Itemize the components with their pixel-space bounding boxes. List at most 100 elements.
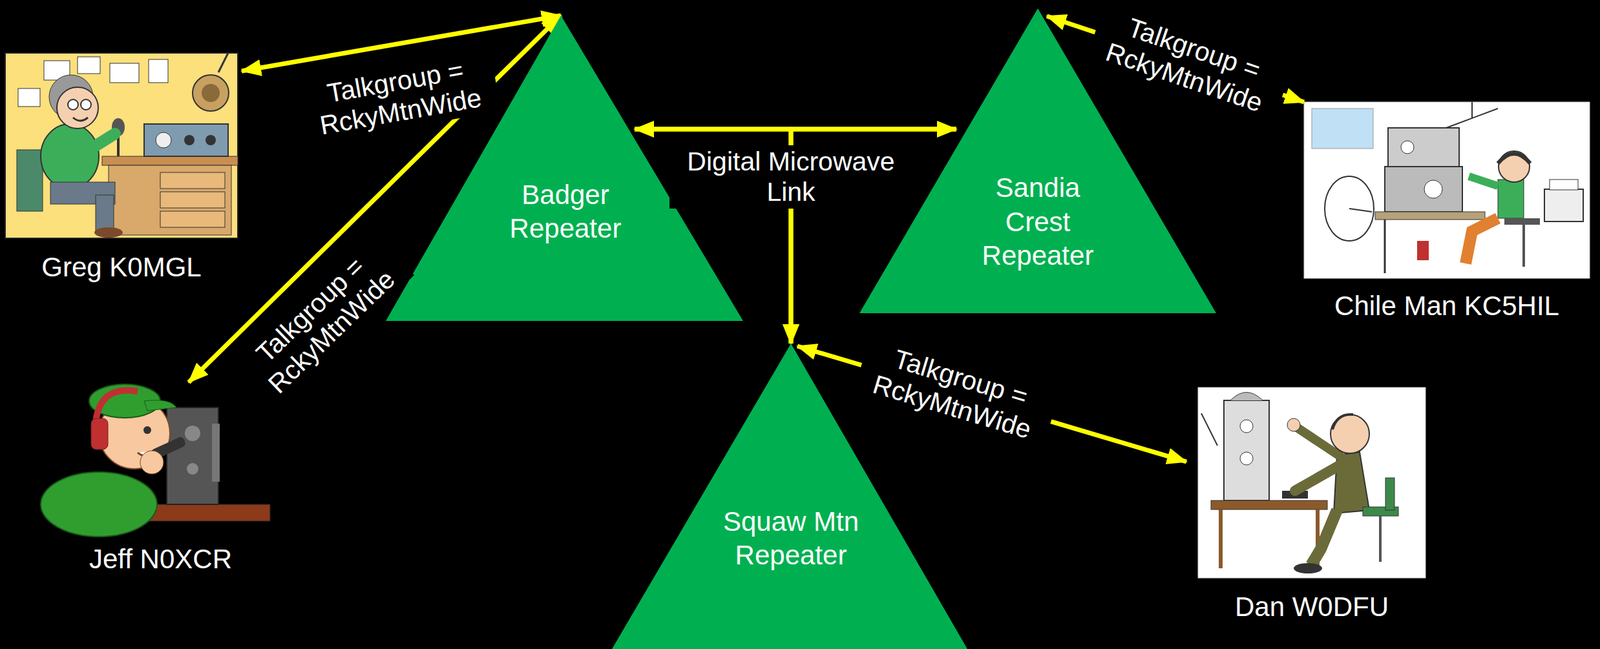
illustration-part (148, 59, 169, 83)
illustration-part (95, 195, 114, 231)
illustration-part (102, 156, 238, 166)
repeater-name: Sandia Crest Repeater (963, 171, 1113, 274)
illustration-part (67, 99, 79, 110)
illustration-part (1349, 208, 1372, 212)
illustration-part (1424, 180, 1443, 199)
illustration-part (1544, 189, 1584, 222)
illustration-part (91, 418, 108, 450)
talk-link (797, 346, 1187, 463)
operator-callsign: Jeff N0XCR (40, 543, 281, 576)
dan-cartoon (1198, 387, 1426, 579)
triangle-fill (859, 8, 1217, 314)
illustration-part (186, 463, 199, 475)
illustration-part (77, 56, 101, 74)
repeater-name: Badger Repeater (484, 178, 647, 247)
illustration-part (184, 425, 201, 442)
illustration-part (1198, 387, 1426, 579)
illustration-part (1201, 413, 1218, 446)
illustration-part (1400, 140, 1414, 154)
illustration-part (140, 451, 164, 475)
talk-link (1046, 16, 1305, 103)
talkgroup-label: Talkgroup = RckyMtnWide (1084, 1, 1293, 126)
illustration-part (184, 135, 195, 146)
illustration-part (1465, 218, 1498, 264)
illustration-part (1223, 400, 1270, 501)
illustration-part (1287, 418, 1301, 432)
talkgroup-label: Talkgroup = RckyMtnWide (852, 334, 1060, 452)
illustration-part (1522, 224, 1526, 267)
illustration-part (205, 135, 216, 146)
illustration-part (1504, 218, 1540, 225)
illustration-part (1471, 102, 1473, 119)
operator-callsign: Chile Man KC5HIL (1304, 290, 1590, 323)
illustration-part (1311, 108, 1374, 149)
illustration-part (1218, 509, 1223, 569)
jeff-cartoon (40, 384, 271, 537)
illustration-part (1293, 563, 1323, 574)
illustration-part (192, 74, 229, 112)
illustration-part (40, 124, 99, 189)
illustration-part (160, 191, 225, 209)
illustration-part (1311, 510, 1337, 566)
illustration-part (1240, 452, 1253, 466)
illustration-part (1294, 465, 1341, 492)
illustration-part (1384, 219, 1387, 274)
illustration-part (201, 84, 220, 103)
illustration-part (1388, 127, 1460, 167)
triangle-shape (611, 343, 968, 649)
illustration-part (1324, 176, 1374, 242)
illustration-part (40, 472, 158, 537)
triangle-shape (385, 15, 744, 322)
illustration-part (5, 52, 238, 239)
illustration-part (211, 423, 220, 483)
repeater-name: Squaw Mtn Repeater (706, 505, 875, 574)
illustration-part (160, 172, 225, 189)
illustration-part (155, 132, 172, 148)
talkgroup-label: Talkgroup = RckyMtnWide (295, 48, 501, 146)
illustration-part (144, 124, 229, 157)
illustration-part (1330, 414, 1370, 454)
repeater-triangle: Squaw Mtn Repeater (611, 343, 968, 649)
illustration-part (1240, 420, 1253, 433)
illustration-part (1417, 241, 1429, 261)
link-label: Digital Microwave Link (669, 145, 913, 209)
operator-station: Chile Man KC5HIL (1304, 102, 1590, 323)
illustration-part (160, 211, 225, 228)
operator-callsign: Dan W0DFU (1198, 591, 1426, 624)
chile-man-cartoon (1304, 102, 1590, 279)
operator-callsign: Greg K0MGL (5, 251, 238, 284)
operator-station: Greg K0MGL (5, 52, 238, 284)
illustration-part (16, 149, 43, 212)
illustration-part (1210, 500, 1328, 510)
illustration-part (73, 117, 88, 121)
greg-cartoon (5, 52, 238, 239)
illustration-part (56, 87, 99, 129)
illustration-part (94, 227, 123, 238)
triangle-fill (385, 15, 744, 322)
illustration-part (1497, 153, 1531, 164)
illustration-part (109, 63, 139, 83)
repeater-triangle: Sandia Crest Repeater (859, 8, 1217, 314)
illustration-part (1549, 179, 1579, 190)
illustration-part (1498, 151, 1530, 183)
operator-station: Dan W0DFU (1198, 387, 1426, 624)
triangle-fill (611, 343, 968, 649)
illustration-part (1378, 516, 1382, 563)
illustration-part (89, 133, 116, 150)
illustration-part (80, 99, 92, 110)
illustration-part (218, 52, 229, 73)
repeater-triangle: Badger Repeater (385, 15, 744, 322)
illustration-part (166, 407, 219, 505)
illustration-part (1304, 102, 1590, 279)
illustration-part (143, 426, 152, 435)
illustration-part (18, 88, 41, 107)
talkgroup-label: Talkgroup = RckyMtnWide (228, 229, 415, 413)
illustration-part (1468, 176, 1498, 187)
illustration-part (144, 400, 177, 411)
illustration-part (1332, 414, 1354, 430)
illustration-part (1384, 166, 1463, 212)
illustration-part (1375, 211, 1485, 220)
illustration-part (1230, 392, 1263, 402)
illustration-part (108, 165, 232, 236)
